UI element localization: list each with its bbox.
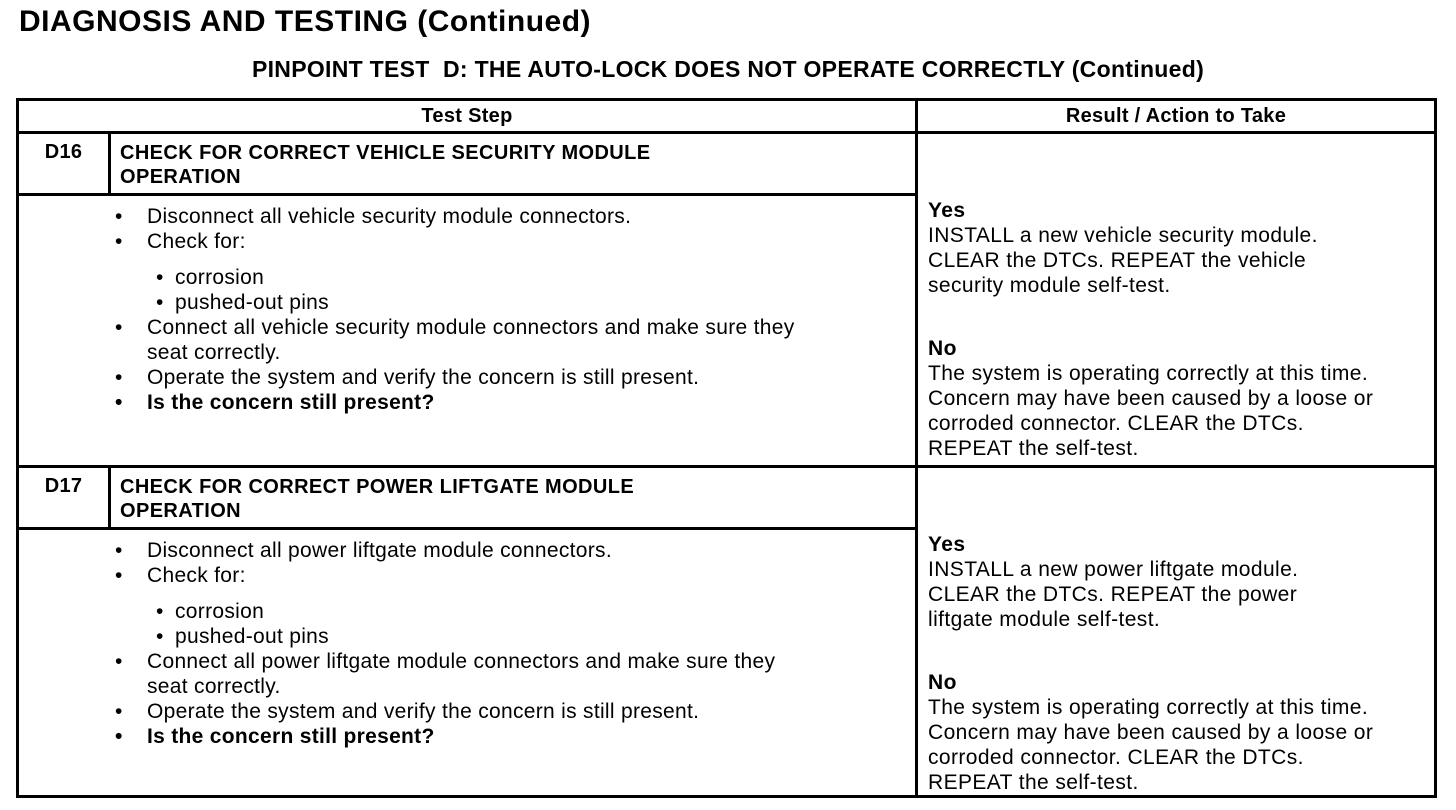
result-yes-text: INSTALL a new vehicle security module. C… xyxy=(928,224,1318,297)
result-cell-d17: Yes INSTALL a new power liftgate module.… xyxy=(918,468,1434,795)
step-sub-item: pushed-out pins xyxy=(19,624,795,649)
step-sub-item: corrosion xyxy=(19,265,795,290)
test-step-cell-d16: D16 CHECK FOR CORRECT VEHICLE SECURITY M… xyxy=(19,134,918,465)
step-item: Operate the system and verify the concer… xyxy=(19,365,795,390)
result-yes-text: INSTALL a new power liftgate module. CLE… xyxy=(928,558,1299,631)
pinpoint-test-subtitle: PINPOINT TEST D: THE AUTO-LOCK DOES NOT … xyxy=(251,56,1205,82)
pinpoint-test-table: Test Step Result / Action to Take D16 CH… xyxy=(16,98,1437,798)
result-no-label: No xyxy=(928,671,957,694)
step-instruction-list-d17: Disconnect all power liftgate module con… xyxy=(19,530,915,749)
step-sub-item: corrosion xyxy=(19,599,795,624)
step-header-d17: D17 CHECK FOR CORRECT POWER LIFTGATE MOD… xyxy=(19,468,915,530)
result-no-text: The system is operating correctly at thi… xyxy=(928,696,1374,794)
step-item: Operate the system and verify the concer… xyxy=(19,699,795,724)
column-header-test-step: Test Step xyxy=(19,101,918,131)
step-id-d17: D17 xyxy=(19,468,111,527)
step-item: Check for: xyxy=(19,229,795,254)
result-yes-label: Yes xyxy=(928,199,966,222)
step-item: Connect all power liftgate module connec… xyxy=(19,649,795,699)
step-instruction-list-d16: Disconnect all vehicle security module c… xyxy=(19,196,915,415)
result-no-label: No xyxy=(928,337,957,360)
step-item: Connect all vehicle security module conn… xyxy=(19,315,795,365)
step-header-d16: D16 CHECK FOR CORRECT VEHICLE SECURITY M… xyxy=(19,134,915,196)
step-question-item: Is the concern still present? xyxy=(19,390,795,415)
table-header-row: Test Step Result / Action to Take xyxy=(19,101,1434,134)
step-item: Check for: xyxy=(19,563,795,588)
step-title-d17: CHECK FOR CORRECT POWER LIFTGATE MODULE … xyxy=(120,476,635,522)
step-id-d16: D16 xyxy=(19,134,111,193)
page-title: DIAGNOSIS AND TESTING (Continued) xyxy=(19,5,592,38)
test-row-d17: D17 CHECK FOR CORRECT POWER LIFTGATE MOD… xyxy=(19,465,1434,795)
result-cell-d16: Yes INSTALL a new vehicle security modul… xyxy=(918,134,1434,465)
step-title-d16: CHECK FOR CORRECT VEHICLE SECURITY MODUL… xyxy=(120,142,651,188)
step-item: Disconnect all vehicle security module c… xyxy=(19,204,795,229)
step-item: Disconnect all power liftgate module con… xyxy=(19,538,795,563)
result-yes-label: Yes xyxy=(928,533,966,556)
step-sub-item: pushed-out pins xyxy=(19,290,795,315)
test-row-d16: D16 CHECK FOR CORRECT VEHICLE SECURITY M… xyxy=(19,134,1434,465)
column-header-result-action: Result / Action to Take xyxy=(1065,104,1287,127)
step-question-item: Is the concern still present? xyxy=(19,724,795,749)
result-no-text: The system is operating correctly at thi… xyxy=(928,362,1374,460)
test-step-cell-d17: D17 CHECK FOR CORRECT POWER LIFTGATE MOD… xyxy=(19,468,918,795)
